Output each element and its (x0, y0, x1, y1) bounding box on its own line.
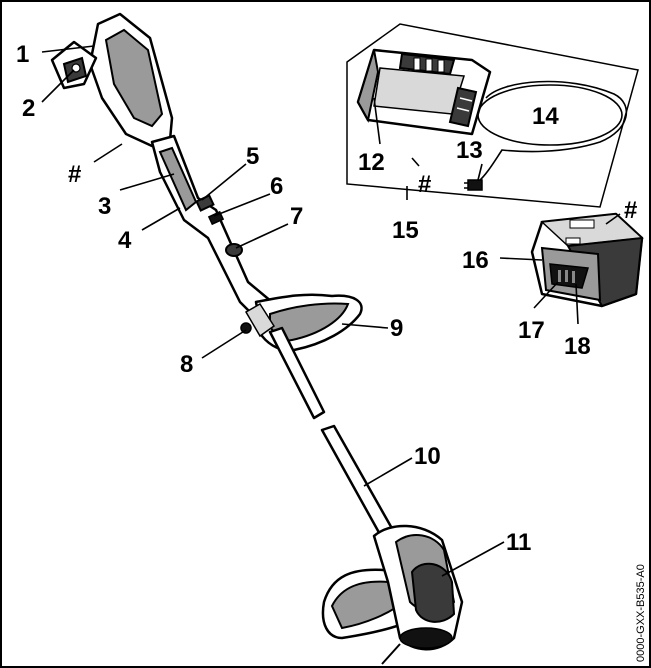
callout-8: 8 (180, 351, 193, 378)
leader-6 (213, 193, 271, 217)
callout-10: 10 (414, 443, 441, 470)
leader-11 (441, 541, 505, 577)
callout-4: 4 (118, 227, 132, 254)
spool (399, 627, 453, 649)
mains-plug (464, 179, 483, 191)
callout-3: 3 (98, 193, 111, 220)
leader-18 (575, 283, 579, 325)
leader-17 (533, 281, 559, 309)
leader-3 (119, 173, 175, 191)
callout-6: 6 (270, 173, 283, 200)
callout-11: 11 (506, 529, 531, 556)
callout-7: 7 (290, 203, 303, 230)
charger-panel (346, 23, 639, 208)
callout-16: 16 (462, 247, 489, 274)
battery-charger (356, 48, 492, 136)
leader-hash-battery (605, 213, 621, 225)
leader-16 (499, 257, 543, 261)
power-cord (477, 80, 628, 183)
callout-17: 17 (518, 317, 545, 344)
leader-10 (363, 457, 413, 487)
callout-2: 2 (22, 95, 35, 122)
assist-handle (240, 293, 363, 352)
callout-15: 15 (392, 217, 419, 244)
leader-2 (41, 69, 75, 103)
leader-hash-handle (93, 143, 123, 163)
leader-9 (341, 323, 389, 329)
leader-hash-charger (411, 157, 420, 167)
figure-code: 0000-GXX-B535-A0 (635, 564, 647, 662)
lower-shaft (268, 326, 396, 540)
callout-14: 14 (532, 103, 559, 130)
cutting-line (381, 643, 401, 665)
leader-5 (201, 163, 247, 201)
battery-pack (499, 212, 644, 325)
callout-5: 5 (246, 143, 259, 170)
motor-head (321, 524, 464, 665)
callout-9: 9 (390, 315, 403, 342)
callout-12: 12 (358, 149, 385, 176)
release-button (207, 210, 225, 226)
leader-12 (373, 97, 381, 145)
callout-hash-battery: # (624, 197, 637, 224)
leader-8 (201, 329, 247, 359)
leader-4 (141, 207, 181, 231)
leader-13 (477, 163, 483, 181)
callout-13: 13 (456, 137, 483, 164)
callout-18: 18 (564, 333, 591, 360)
grass-trimmer (41, 12, 505, 665)
callout-hash-charger: # (418, 171, 431, 198)
callout-hash-handle: # (68, 161, 81, 188)
handle-knob (240, 322, 252, 334)
top-handle (50, 12, 174, 148)
leader-7 (235, 223, 289, 249)
leader-1 (41, 45, 95, 53)
callout-labels: 1 2 # 3 4 5 6 7 8 9 10 11 12 13 14 15 # … (16, 41, 637, 556)
callout-1: 1 (16, 41, 29, 68)
